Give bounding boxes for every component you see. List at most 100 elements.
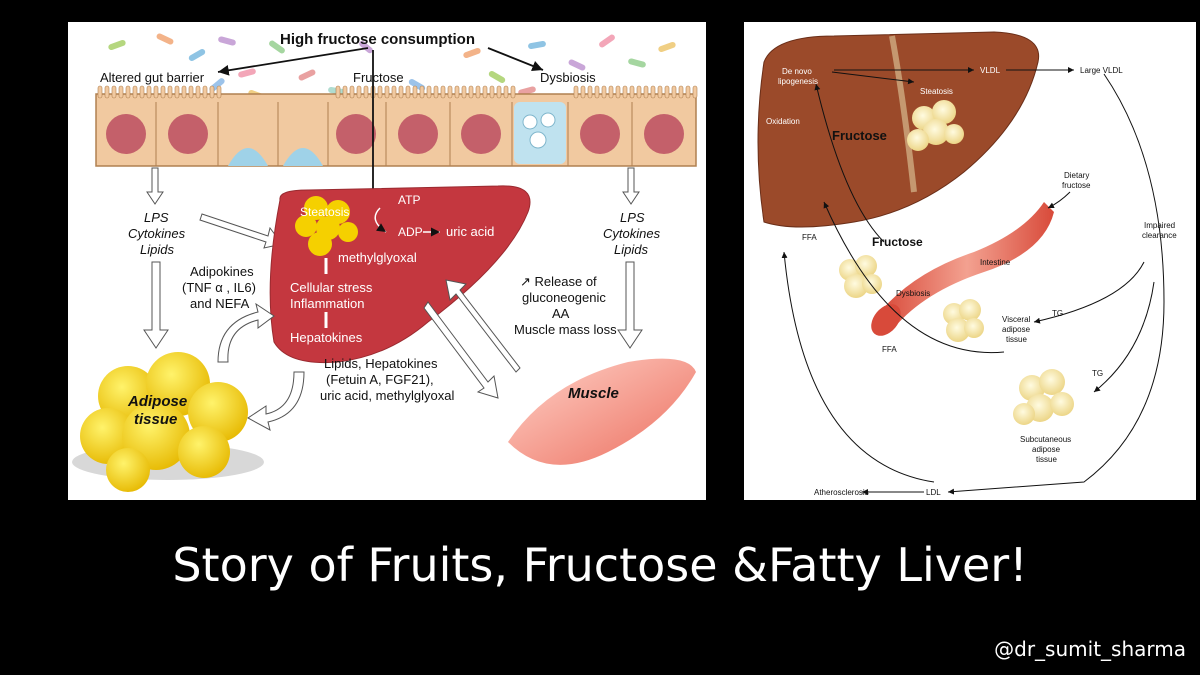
subq-line1: Subcutaneous [1020,435,1071,444]
microvillus [391,85,397,99]
microvillus [468,85,474,99]
oxidation-label: Oxidation [766,117,800,126]
muscle-label: Muscle [568,385,619,402]
microvillus [580,85,586,99]
atp-label: ATP [398,193,420,207]
author-handle: @dr_sumit_sharma [994,637,1186,661]
microvillus [132,85,138,99]
microvillus [650,85,656,99]
output-line3: uric acid, methylglyoxal [320,388,454,403]
microvillus [594,85,600,99]
fructose-label: Fructose [353,70,404,85]
adipokines-line1: Adipokines [190,264,254,279]
microvillus [188,85,194,99]
microvillus [209,85,215,99]
microvillus [643,85,649,99]
right-diagram: De novo lipogenesis Steatosis VLDL Large… [744,22,1196,500]
steatosis-left: Steatosis [300,205,349,219]
microvillus [419,85,425,99]
adipose-tissue-left [72,352,264,492]
microvillus [363,85,369,99]
microvillus [202,85,208,99]
visceral-line2: adipose [1002,325,1031,334]
microvillus [685,85,691,99]
microvillus [377,85,383,99]
microvillus [433,85,439,99]
liver-shape-right [757,31,1040,228]
microvillus [510,85,516,99]
cytokines-left: Cytokines [128,226,186,241]
visceral-line1: Visceral [1002,315,1031,324]
microvillus [496,85,502,99]
adipose-label-2: tissue [134,411,177,428]
microvillus [335,85,341,99]
release-line2: gluconeogenic [522,290,606,305]
tg-subq: TG [1092,369,1103,378]
microvillus [216,85,222,99]
uric-acid-label: uric acid [446,224,494,239]
title-label: High fructose consumption [280,31,475,48]
cytokines-right: Cytokines [603,226,661,241]
dysbiosis-label: Dysbiosis [540,70,596,85]
adp-label: ADP [398,225,423,239]
microvillus [426,85,432,99]
subcutaneous-fat [1013,369,1074,425]
microvillus [398,85,404,99]
microvillus [104,85,110,99]
lps-right: LPS [620,210,645,225]
microvillus [356,85,362,99]
microvillus [174,85,180,99]
microvillus [461,85,467,99]
output-line1: Lipids, Hepatokines [324,356,438,371]
intestine-label: Intestine [980,258,1011,267]
microvillus [503,85,509,99]
microvillus [118,85,124,99]
dietary-line2: fructose [1062,181,1091,190]
adipokines-line3: and NEFA [190,296,250,311]
de-novo-line2: lipogenesis [778,77,818,86]
lipids-left: Lipids [140,242,174,257]
methylglyoxal-label: methylglyoxal [338,250,417,265]
microvillus [125,85,131,99]
release-line3: AA [552,306,570,321]
microvillus [440,85,446,99]
lipids-right: Lipids [614,242,648,257]
microvillus [615,85,621,99]
microvillus [657,85,663,99]
fructose-arrow-label: Fructose [872,235,923,249]
steatosis-right: Steatosis [920,87,953,96]
large-vldl-label: Large VLDL [1080,66,1123,75]
dysbiosis-right: Dysbiosis [896,289,930,298]
microvillus [160,85,166,99]
microvillus [489,85,495,99]
release-line4: Muscle mass loss [514,322,617,337]
subq-line3: tissue [1036,455,1057,464]
microvillus [454,85,460,99]
microvillus [195,85,201,99]
microvillus [167,85,173,99]
inflammation-label: Inflammation [290,296,364,311]
bacteria-cluster [108,33,676,101]
caption: Story of Fruits, Fructose &Fatty Liver! [172,538,1028,592]
ldl-label: LDL [926,488,941,497]
de-novo-line1: De novo [782,67,812,76]
fat-cluster-left [839,255,882,298]
microvillus [608,85,614,99]
output-line2: (Fetuin A, FGF21), [326,372,434,387]
microvillus [181,85,187,99]
adipose-label-1: Adipose [127,393,187,410]
microvillus [139,85,145,99]
microvillus [692,85,698,99]
gut-epithelium [95,85,698,167]
microvillus [573,85,579,99]
microvillus [146,85,152,99]
visceral-line3: tissue [1006,335,1027,344]
microvillus [342,85,348,99]
microvillus [349,85,355,99]
microvillus [601,85,607,99]
vldl-label: VLDL [980,66,1001,75]
microvillus [153,85,159,99]
microvillus [384,85,390,99]
microvillus [482,85,488,99]
visceral-fat [943,299,984,342]
